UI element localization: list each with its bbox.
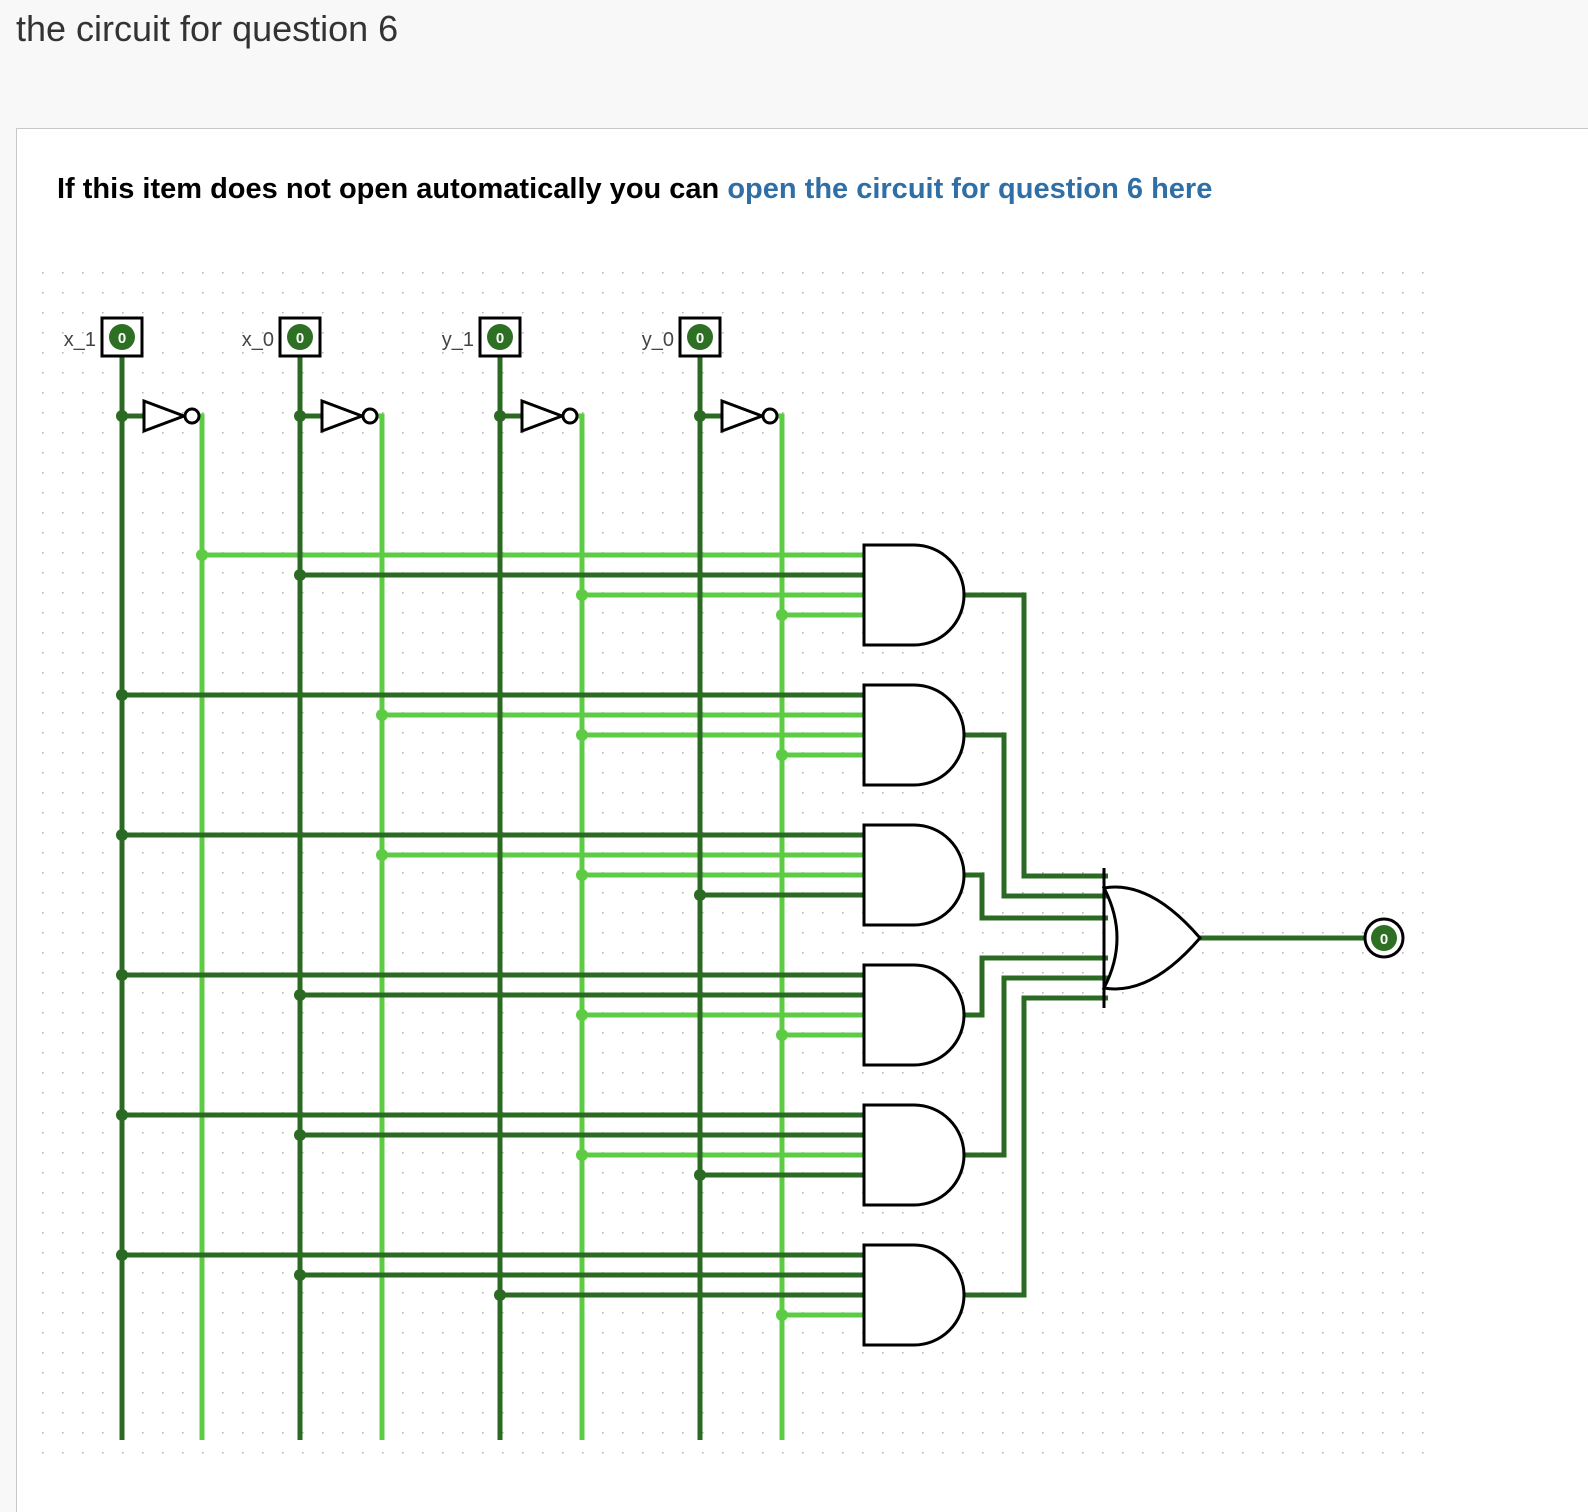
wire-junction	[576, 1149, 588, 1161]
wire-junction	[116, 1249, 128, 1261]
input-pin-state	[687, 324, 713, 350]
not-gate-bubble	[183, 407, 201, 425]
wire-junction	[694, 410, 706, 422]
input-pin-value: 0	[296, 330, 304, 347]
wire-junction	[116, 689, 128, 701]
not-gate-bubble	[761, 407, 779, 425]
input-pin-state	[487, 324, 513, 350]
wire-junction	[294, 989, 306, 1001]
input-pin-state	[109, 324, 135, 350]
not-gate-x_1	[142, 398, 189, 434]
wire-junction	[576, 589, 588, 601]
wire-junction	[694, 889, 706, 901]
wire-junction	[376, 709, 388, 721]
wire-junction	[494, 410, 506, 422]
wire-junction	[776, 1029, 788, 1041]
and-gate-output-wire	[964, 872, 1108, 921]
wire-junction	[196, 549, 208, 561]
and-gate-output-wire	[964, 732, 1108, 899]
not-gate-y_1	[520, 398, 567, 434]
open-circuit-link[interactable]: open the circuit for question 6 here	[727, 173, 1213, 205]
and-gate-4	[862, 963, 966, 1067]
input-label-y_0: y_0	[642, 329, 674, 351]
canvas-grid	[42, 272, 1424, 1468]
wire-junction	[776, 749, 788, 761]
wire-junction	[116, 829, 128, 841]
and-gate-output-wire	[964, 975, 1108, 1158]
input-pin-value: 0	[118, 330, 126, 347]
wire-junction	[494, 1289, 506, 1301]
input-label-x_0: x_0	[242, 329, 274, 351]
and-gate-5	[862, 1103, 966, 1207]
input-pin-state	[287, 324, 313, 350]
and-gate-6	[862, 1243, 966, 1347]
inverter-output-wire	[577, 413, 585, 422]
wire-junction	[294, 410, 306, 422]
not-gate-bubble	[561, 407, 579, 425]
input-label-y_1: y_1	[442, 329, 474, 351]
and-gate-output-wire	[964, 955, 1108, 1018]
input-label-x_1: x_1	[64, 329, 96, 351]
wire-junction	[116, 410, 128, 422]
wire-junction	[376, 849, 388, 861]
or-gate	[1101, 885, 1202, 991]
notice-text: If this item does not open automatically…	[57, 173, 1212, 206]
and-gate-2	[862, 683, 966, 787]
input-pin-value: 0	[696, 330, 704, 347]
and-gate-1	[862, 543, 966, 647]
and-gate-output-wire	[964, 592, 1108, 879]
and-gate-3	[862, 823, 966, 927]
inverter-output-wire	[777, 413, 785, 422]
not-gate-bubble	[361, 407, 379, 425]
output-pin-value: 0	[1380, 931, 1388, 948]
wire-junction	[294, 1129, 306, 1141]
input-pin-value: 0	[496, 330, 504, 347]
page-title: the circuit for question 6	[16, 8, 399, 49]
wire-junction	[294, 1269, 306, 1281]
wire-junction	[694, 1169, 706, 1181]
and-gate-output-wire	[964, 995, 1108, 1298]
not-gate-x_0	[320, 398, 367, 434]
notice-lead: If this item does not open automatically…	[57, 173, 728, 205]
wire-junction	[776, 1309, 788, 1321]
wire-junction	[116, 969, 128, 981]
not-gate-y_0	[720, 398, 767, 434]
wire-junction	[116, 1109, 128, 1121]
wire-junction	[576, 729, 588, 741]
wire-junction	[576, 1009, 588, 1021]
wire-junction	[294, 569, 306, 581]
output-pin-state	[1371, 925, 1397, 951]
wire-junction	[776, 609, 788, 621]
wire-junction	[576, 869, 588, 881]
inverter-output-wire	[377, 413, 385, 422]
